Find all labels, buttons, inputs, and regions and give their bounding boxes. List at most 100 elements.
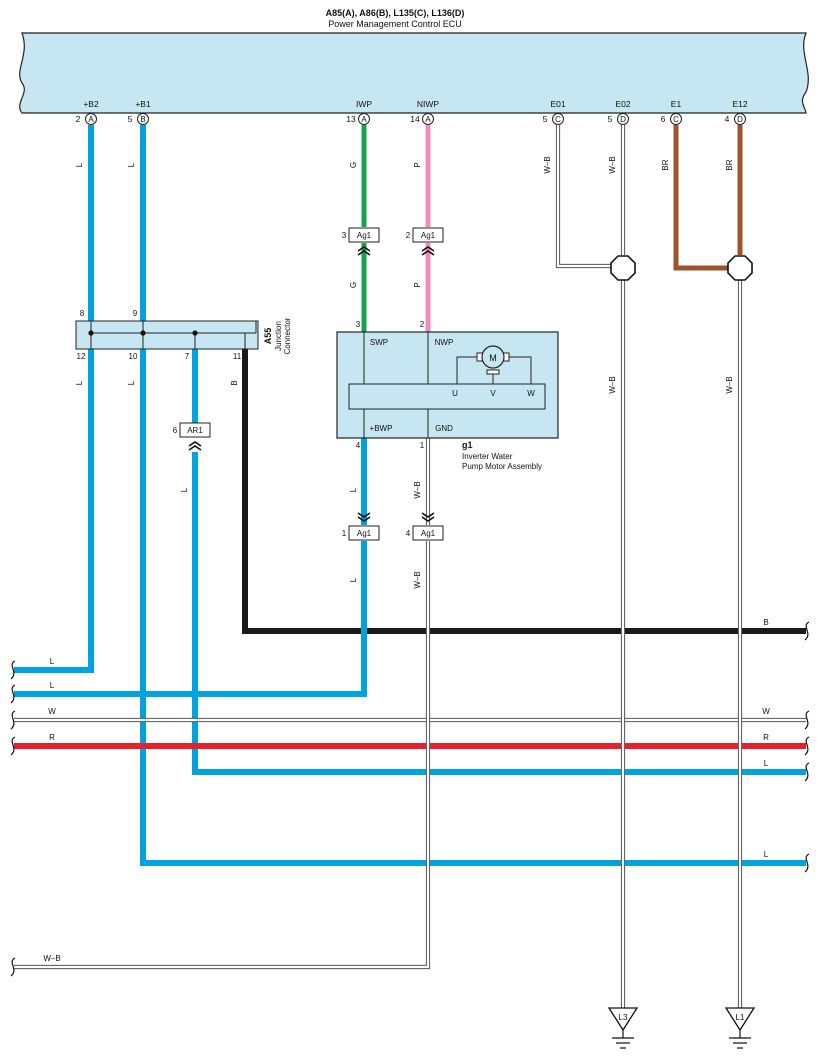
connector-pin: 2 xyxy=(406,231,411,240)
connector-ar1: AR1 6 xyxy=(173,422,211,451)
pump-pin-gnd: 1 xyxy=(420,441,425,450)
ecu-connector-letter: D xyxy=(620,115,626,124)
wire-bwp-lower xyxy=(14,541,367,697)
connector-chevron xyxy=(188,445,202,451)
ecu-terminal-name: E12 xyxy=(732,99,747,109)
wires-layer xyxy=(14,125,806,1008)
connector-box xyxy=(348,227,380,243)
labels-layer: A85(A), A86(B), L135(C), L136(D)Power Ma… xyxy=(43,8,770,963)
ecu-terminal-name: E01 xyxy=(550,99,565,109)
bus-l4-label-right: L xyxy=(764,850,769,859)
pump-code: g1 xyxy=(462,440,473,450)
connector-chevron xyxy=(421,512,435,518)
connector-chevron xyxy=(357,516,371,522)
ecu-terminal-name: E1 xyxy=(671,99,682,109)
wire-j12 xyxy=(14,349,94,673)
connector-box xyxy=(412,227,444,243)
junction-connector-body xyxy=(75,320,259,350)
junction-pin-12: 12 xyxy=(77,352,86,361)
ecu-pin-number: 13 xyxy=(346,114,356,124)
ecu-connector-letter: A xyxy=(88,115,94,124)
ecu-pin-number: 5 xyxy=(608,114,613,124)
ecu-connector-letter: A xyxy=(425,115,431,124)
bus-b-label-right: B xyxy=(763,618,768,627)
wire-e01 xyxy=(555,125,612,269)
connector-chevron xyxy=(357,512,371,518)
wire-code-e01: W–B xyxy=(543,156,552,173)
wire-code-e1: BR xyxy=(661,159,670,170)
bus-w-label-right: W xyxy=(762,707,770,716)
ecu-connector-circle xyxy=(617,113,629,125)
wire-break-right xyxy=(804,710,810,730)
ground-label: L1 xyxy=(736,1013,745,1022)
pump-inverter-box xyxy=(348,383,546,410)
motor-brush-bottom xyxy=(486,369,500,375)
connector-pin: 3 xyxy=(342,231,347,240)
ecu-pin-number: 6 xyxy=(661,114,666,124)
ecu-connector-letter: D xyxy=(737,115,743,124)
connector-name: Ag1 xyxy=(421,231,436,240)
ecu-terminal-name: +B2 xyxy=(83,99,99,109)
pump-pin-bwp: 4 xyxy=(356,441,361,450)
connector-name: Ag1 xyxy=(357,231,372,240)
bus-l3-label-right: L xyxy=(764,759,769,768)
junction-label: Junction xyxy=(274,321,283,351)
bus-l1-label-left: L xyxy=(50,657,55,666)
connector-chevron xyxy=(421,246,435,252)
wire-code-ar1: L xyxy=(180,487,189,492)
wire-code-b2: L xyxy=(75,162,84,167)
pump-terminal-nwp: NWP xyxy=(435,338,454,347)
ground-label: L3 xyxy=(619,1013,628,1022)
ecu-connector-letter: B xyxy=(140,115,145,124)
wire-code-niwp: P xyxy=(413,162,422,167)
connector-chevron xyxy=(421,516,435,522)
wire-code-gnd: W–B xyxy=(413,571,422,588)
phase-v: V xyxy=(490,389,496,398)
wire-ar1 xyxy=(192,452,806,775)
wire-break-right xyxy=(804,762,810,782)
bus-l2-label-left: L xyxy=(50,681,55,690)
ecu-connector-circle xyxy=(552,113,564,125)
ecu-pin-number: 2 xyxy=(76,114,81,124)
ecu-connector-letter: A xyxy=(361,115,367,124)
bus-r-label-right: R xyxy=(763,733,769,742)
connector-pin: 6 xyxy=(173,426,178,435)
ecu-connector-circle xyxy=(670,113,682,125)
pump-pin-nwp: 2 xyxy=(420,320,425,329)
connector-name: Ag1 xyxy=(357,529,372,538)
wire-break-left xyxy=(10,736,16,756)
wire-code-iwp: G xyxy=(349,282,358,288)
wire-code-j10: L xyxy=(127,380,136,385)
pump-terminal-swp: SWP xyxy=(370,338,388,347)
phase-w: W xyxy=(527,389,535,398)
ground-l3: L3 xyxy=(607,1007,639,1049)
junction-dot xyxy=(88,330,94,336)
wire-code-iwp: G xyxy=(349,162,358,168)
connector-pin: 4 xyxy=(406,529,411,538)
wire-break-right xyxy=(804,853,810,873)
ecu-title: A85(A), A86(B), L135(C), L136(D) xyxy=(326,8,465,18)
motor-icon xyxy=(481,345,505,369)
junction-pin-10: 10 xyxy=(129,352,138,361)
wire-break-left xyxy=(10,710,16,730)
ecu-connector-circle xyxy=(85,113,97,125)
wire-break-right xyxy=(804,621,810,641)
connector-chevron xyxy=(357,246,371,252)
wire-code-j11: B xyxy=(230,380,239,385)
wire-e1 xyxy=(673,125,728,271)
connector-name: AR1 xyxy=(187,426,203,435)
wire-break-left xyxy=(10,684,16,704)
connector-chevron xyxy=(188,441,202,447)
junction-code: A55 xyxy=(263,328,273,345)
ecu-connector-letter: C xyxy=(555,115,561,124)
ground-triangle xyxy=(724,1007,756,1032)
ecu-terminal-name: E02 xyxy=(615,99,630,109)
wire-code-e12: W–B xyxy=(725,376,734,393)
junction-pin-11: 11 xyxy=(233,352,242,361)
junction-pin-9: 9 xyxy=(133,309,138,318)
wire-break-right xyxy=(804,736,810,756)
